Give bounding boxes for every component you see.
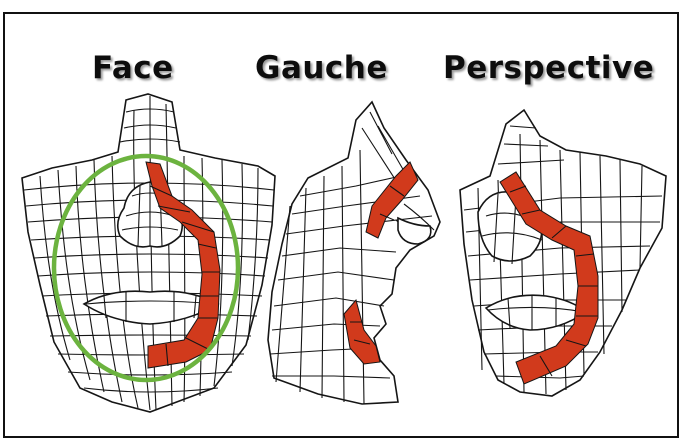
front-view-mesh	[22, 94, 275, 412]
left-view-mesh	[268, 102, 440, 404]
left-face-outline	[268, 102, 440, 404]
perspective-view-mesh	[460, 110, 666, 396]
